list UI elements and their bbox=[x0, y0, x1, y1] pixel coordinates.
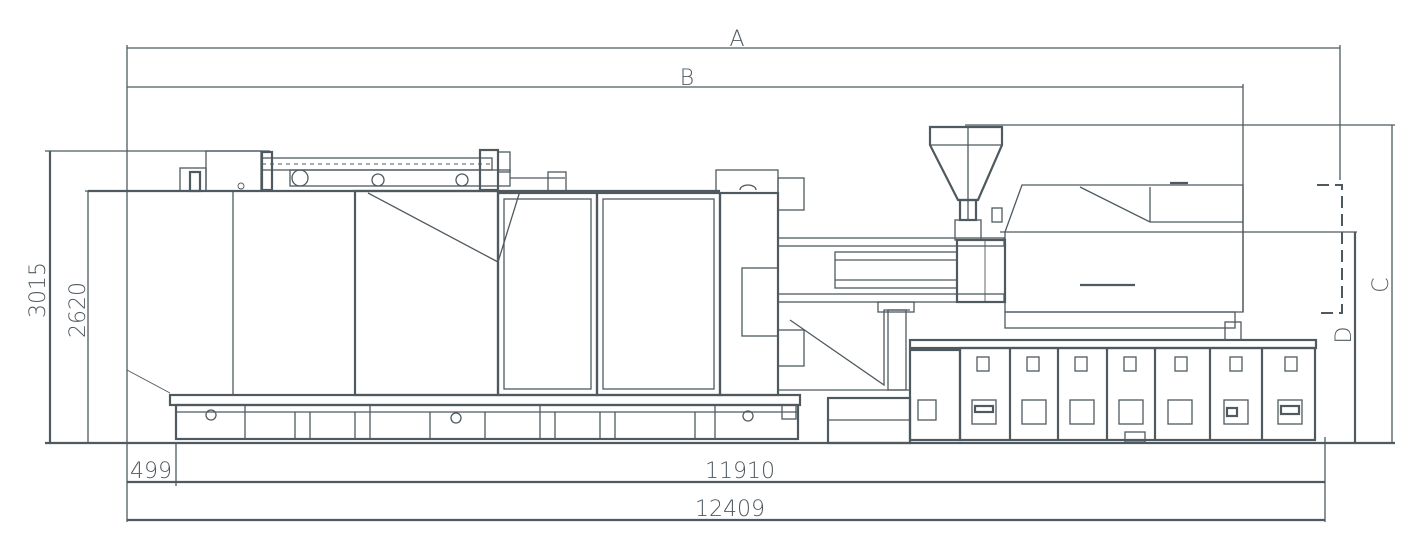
injection-unit bbox=[1004, 181, 1244, 341]
dim-a-label: A bbox=[729, 27, 744, 52]
tie-bars bbox=[777, 237, 1007, 391]
dim-11910-label: 11910 bbox=[705, 459, 775, 484]
dim-3015-label: 3015 bbox=[26, 262, 51, 318]
injection-base bbox=[908, 338, 1318, 443]
dim-b-label: B bbox=[680, 66, 694, 91]
dim-499-label: 499 bbox=[130, 459, 172, 484]
dim-d-label: D bbox=[1332, 327, 1357, 344]
hopper bbox=[928, 125, 1004, 241]
dim-12409-label: 12409 bbox=[695, 497, 765, 522]
dimension-labels: A B 3015 2620 499 11910 12409 C D bbox=[26, 27, 1394, 522]
clamp-base bbox=[168, 393, 912, 445]
dim-2620-label: 2620 bbox=[66, 282, 91, 338]
clamp-unit bbox=[88, 148, 805, 397]
dim-c-label: C bbox=[1369, 277, 1394, 292]
dimension-lines bbox=[45, 45, 1395, 522]
